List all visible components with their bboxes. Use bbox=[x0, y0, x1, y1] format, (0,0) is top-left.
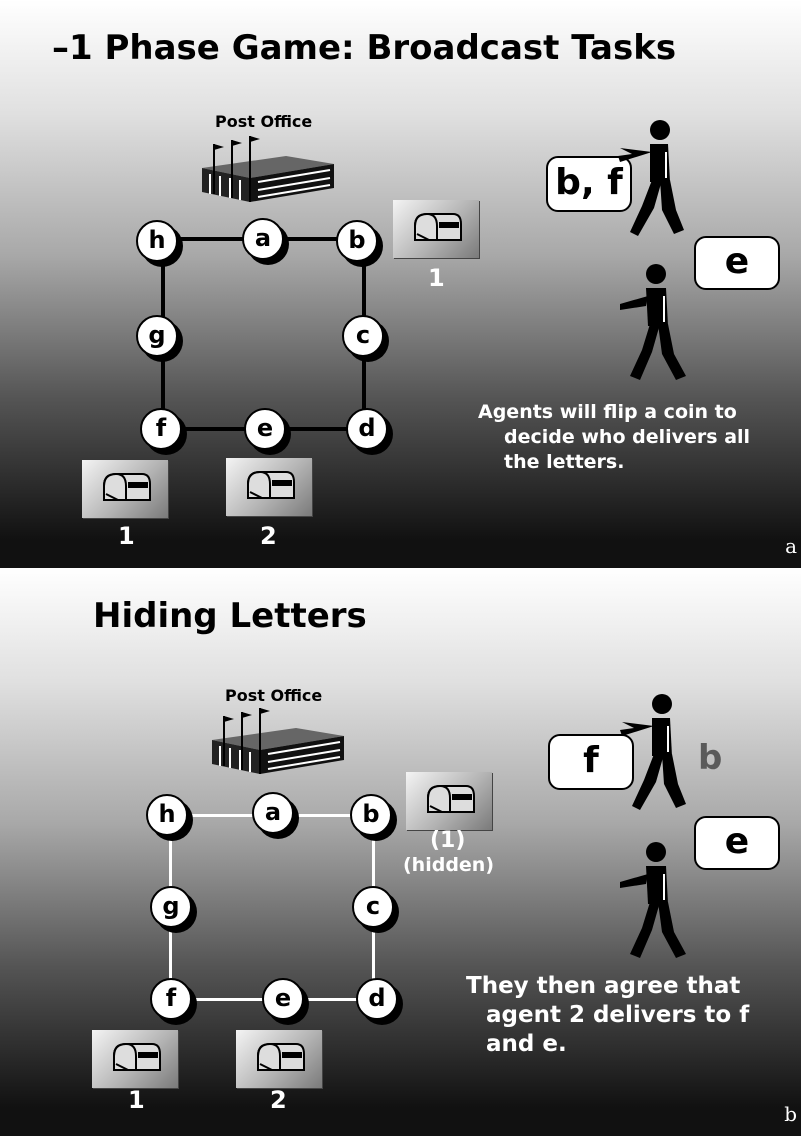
mailbox-top-right bbox=[406, 772, 492, 830]
speech-bubble-text: b, f bbox=[555, 162, 623, 203]
mailbox-bottom-middle bbox=[236, 1030, 322, 1088]
speech-bubble-agent-1: b, f bbox=[546, 156, 632, 212]
slide-title: Hiding Letters bbox=[93, 596, 367, 636]
panel-letter: a bbox=[785, 534, 797, 558]
mailbox-bottom-left-label: 1 bbox=[128, 1086, 145, 1114]
post-office-building-icon bbox=[202, 136, 334, 202]
post-office-label: Post Office bbox=[225, 686, 323, 705]
hidden-letter: b bbox=[698, 738, 723, 778]
mailbox-icon bbox=[103, 472, 151, 501]
caption-line-1: They then agree that bbox=[466, 973, 741, 999]
node-c[interactable]: c bbox=[342, 315, 384, 357]
slide-panel-a: –1 Phase Game: Broadcast Tasks Post Offi… bbox=[0, 0, 801, 568]
mailbox-top-right-label: (1) bbox=[430, 828, 466, 853]
walking-person-icon bbox=[620, 264, 686, 380]
node-h[interactable]: h bbox=[136, 220, 178, 262]
node-d[interactable]: d bbox=[346, 408, 388, 450]
caption-line-3: the letters. bbox=[504, 451, 625, 473]
caption: They then agree that agent 2 delivers to… bbox=[466, 972, 749, 1059]
caption-line-2: decide who delivers all bbox=[504, 426, 751, 448]
mailbox-bottom-middle-label: 2 bbox=[260, 522, 277, 550]
node-d[interactable]: d bbox=[356, 978, 398, 1020]
slide-panel-b: Hiding Letters Post Office h a b g c f e… bbox=[0, 568, 801, 1136]
mailbox-bottom-left bbox=[82, 460, 168, 518]
mailbox-icon bbox=[427, 784, 475, 813]
node-h[interactable]: h bbox=[146, 794, 188, 836]
mailbox-icon bbox=[113, 1042, 161, 1071]
mailbox-icon bbox=[414, 212, 462, 241]
node-a[interactable]: a bbox=[242, 218, 284, 260]
speech-bubble-agent-2: e bbox=[694, 816, 780, 870]
mailbox-top-right bbox=[393, 200, 479, 258]
node-g[interactable]: g bbox=[150, 886, 192, 928]
speech-bubble-text: e bbox=[724, 821, 750, 862]
slide-title: –1 Phase Game: Broadcast Tasks bbox=[52, 28, 677, 68]
mailbox-bottom-left-label: 1 bbox=[118, 522, 135, 550]
caption-line-1: Agents will flip a coin to bbox=[478, 401, 737, 423]
mailbox-bottom-middle bbox=[226, 458, 312, 516]
node-b[interactable]: b bbox=[336, 220, 378, 262]
node-f[interactable]: f bbox=[150, 978, 192, 1020]
caption: Agents will flip a coin to decide who de… bbox=[478, 400, 750, 475]
mailbox-icon bbox=[257, 1042, 305, 1071]
speech-bubble-text: e bbox=[724, 241, 750, 282]
mailbox-top-right-label: 1 bbox=[428, 264, 445, 292]
mailbox-bottom-middle-label: 2 bbox=[270, 1086, 287, 1114]
post-office-building-icon bbox=[212, 708, 344, 774]
node-b[interactable]: b bbox=[350, 794, 392, 836]
caption-line-3: and e. bbox=[486, 1031, 567, 1057]
node-e[interactable]: e bbox=[262, 978, 304, 1020]
speech-bubble-agent-1: f bbox=[548, 734, 634, 790]
post-office-label: Post Office bbox=[215, 112, 313, 131]
walking-person-icon bbox=[620, 842, 686, 958]
node-f[interactable]: f bbox=[140, 408, 182, 450]
mailbox-bottom-left bbox=[92, 1030, 178, 1088]
caption-line-2: agent 2 delivers to f bbox=[486, 1002, 750, 1028]
walking-person-icon bbox=[620, 694, 686, 810]
mailbox-hidden-note: (hidden) bbox=[403, 854, 495, 876]
mailbox-icon bbox=[247, 470, 295, 499]
speech-bubble-text: f bbox=[583, 740, 599, 781]
node-a[interactable]: a bbox=[252, 792, 294, 834]
panel-letter: b bbox=[784, 1102, 797, 1126]
node-c[interactable]: c bbox=[352, 886, 394, 928]
walking-person-icon bbox=[618, 120, 684, 236]
node-g[interactable]: g bbox=[136, 315, 178, 357]
node-e[interactable]: e bbox=[244, 408, 286, 450]
speech-bubble-agent-2: e bbox=[694, 236, 780, 290]
